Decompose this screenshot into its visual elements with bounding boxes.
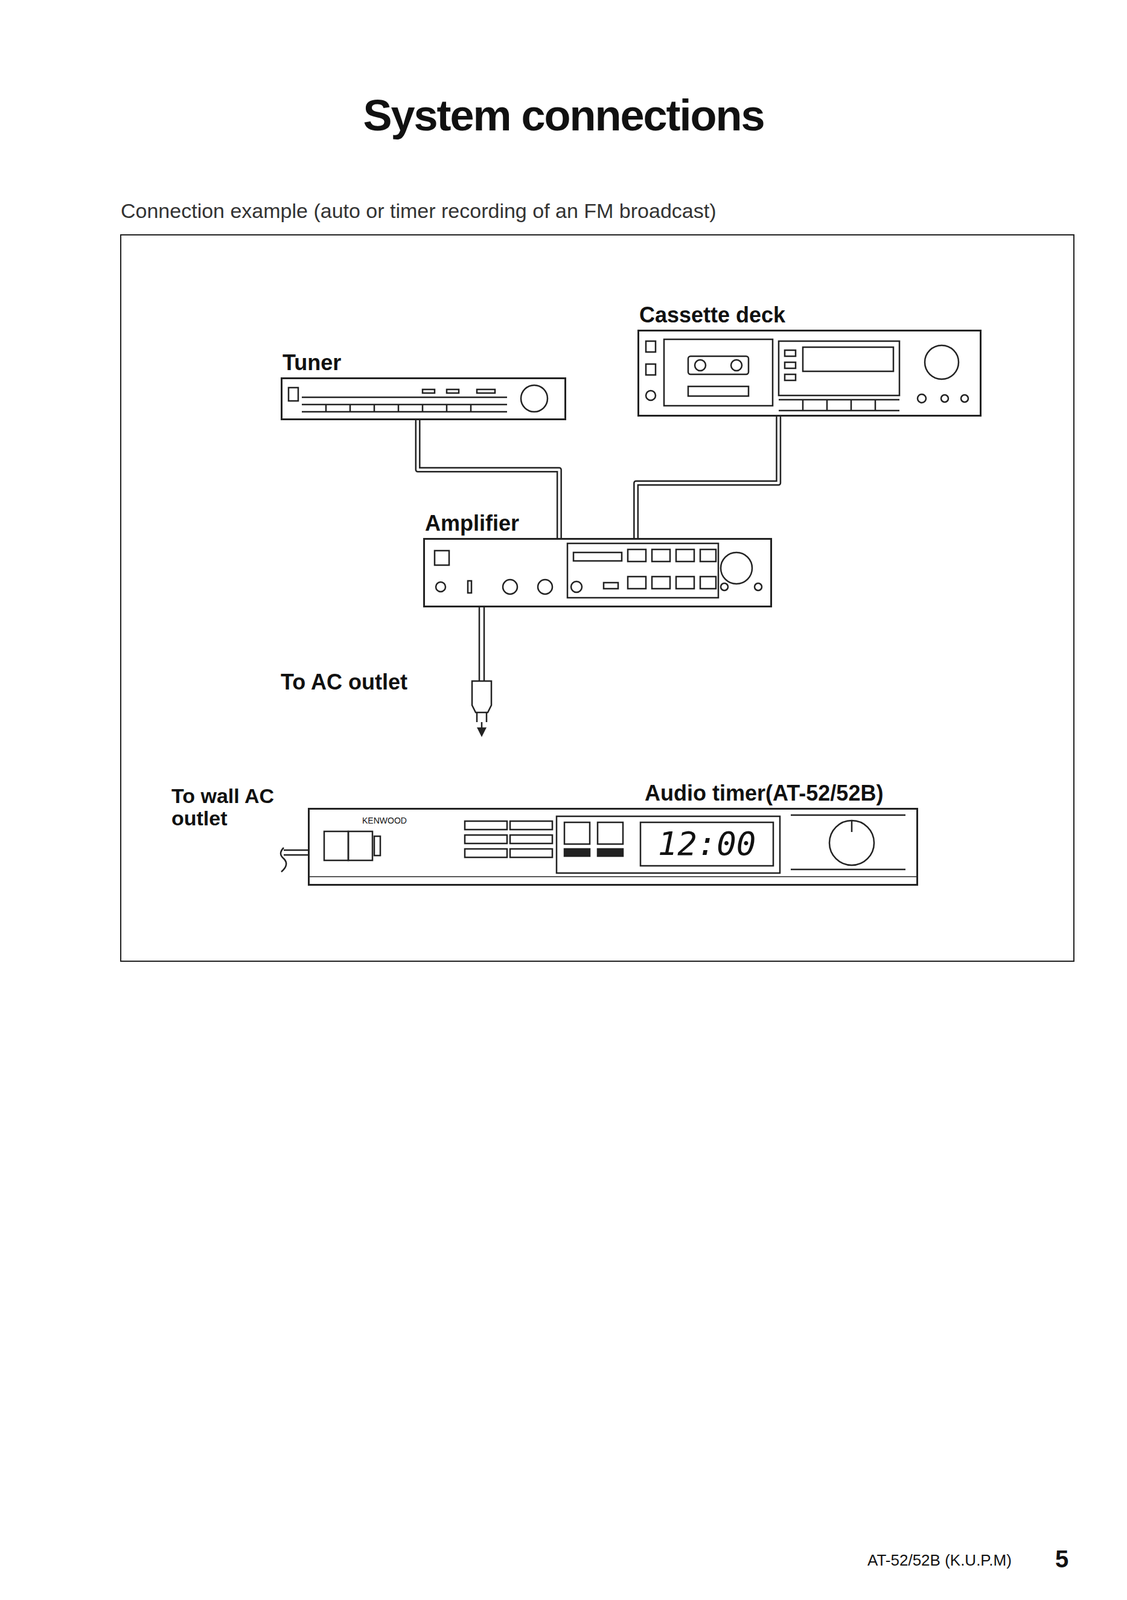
cable-outer <box>417 420 559 538</box>
device-box: Amplifier <box>423 537 773 608</box>
clock-display: 12:00 <box>640 822 774 866</box>
cassette-drawing <box>645 339 969 411</box>
device-label: Cassette deck <box>639 302 786 328</box>
device-box: Cassette deck <box>637 329 982 417</box>
wall-outlet-note: To wall AC outlet <box>171 784 281 831</box>
amplifier-drawing <box>434 543 762 598</box>
caption: Connection example (auto or timer record… <box>120 199 716 223</box>
cable-inner <box>636 416 779 538</box>
timer-drawing <box>280 814 919 877</box>
frame <box>120 234 1074 961</box>
model-footer: AT-52/52B (K.U.P.M) <box>867 1551 1012 1569</box>
device-box: Tuner <box>280 377 567 421</box>
device-label: Amplifier <box>424 510 520 537</box>
device-label: Audio timer(AT-52/52B) <box>644 780 884 806</box>
ac-plug <box>472 607 492 736</box>
brand-name: KENWOOD <box>362 816 407 826</box>
page-title: System connections <box>0 90 1127 141</box>
page-number: 5 <box>1055 1545 1069 1572</box>
device-label: Tuner <box>282 350 342 376</box>
cable-outer <box>636 416 779 538</box>
audio-cable <box>636 416 779 538</box>
audio-cable <box>417 420 559 538</box>
tuner-drawing <box>288 385 548 412</box>
ac-outlet-note: To AC outlet <box>280 670 408 695</box>
cable-inner <box>417 420 559 538</box>
